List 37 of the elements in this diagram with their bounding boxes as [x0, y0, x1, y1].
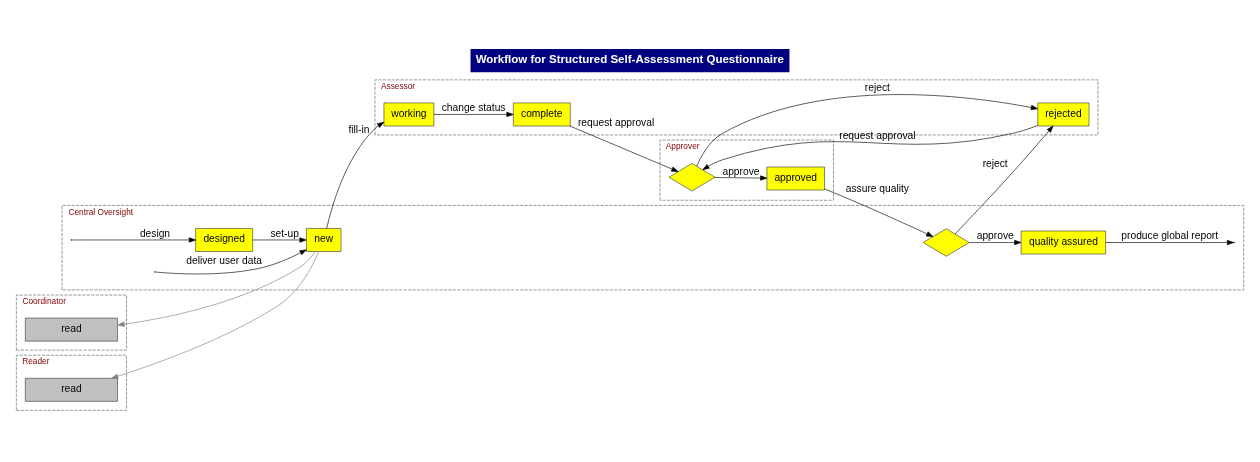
arrow [111, 251, 319, 379]
edge-label: approve [722, 165, 760, 177]
edge-label: set-up [270, 227, 299, 239]
arrow [824, 188, 934, 237]
edge-label: reject [864, 82, 890, 94]
arrow [569, 125, 679, 172]
arrow [969, 239, 1022, 246]
arrow [252, 237, 307, 243]
node-box: quality assured [1020, 230, 1106, 255]
diagram-title: Workflow for Structured Self-Assessment Questionnaire [475, 52, 784, 65]
arrow [71, 237, 196, 243]
node-box: read [25, 317, 118, 342]
edge-label: assure quality [845, 182, 909, 194]
edge-label: approve [976, 230, 1014, 242]
arrow [1105, 239, 1235, 246]
edge-label: design [139, 227, 171, 239]
arrow [696, 94, 1038, 167]
arrow [433, 111, 514, 117]
node-box: new [306, 228, 342, 252]
edge-label: produce global report [1121, 230, 1219, 242]
node-box: working [383, 102, 435, 127]
edge-label: deliver user data [186, 255, 262, 267]
edge-label: request approval [577, 117, 655, 129]
arrow [326, 121, 385, 229]
arrow [954, 125, 1054, 235]
edge-label: fill-in [348, 123, 370, 135]
node-box: approved [766, 166, 825, 191]
arrow [714, 175, 768, 181]
node-box: designed [195, 228, 253, 252]
arrow [117, 251, 316, 327]
edge-label: change status [441, 102, 506, 114]
arrow [155, 249, 307, 275]
arrow [702, 125, 1038, 171]
edge-label: reject [982, 158, 1008, 170]
node-box: read [25, 377, 118, 402]
node-box: rejected [1037, 102, 1090, 127]
node-box: complete [512, 102, 571, 127]
